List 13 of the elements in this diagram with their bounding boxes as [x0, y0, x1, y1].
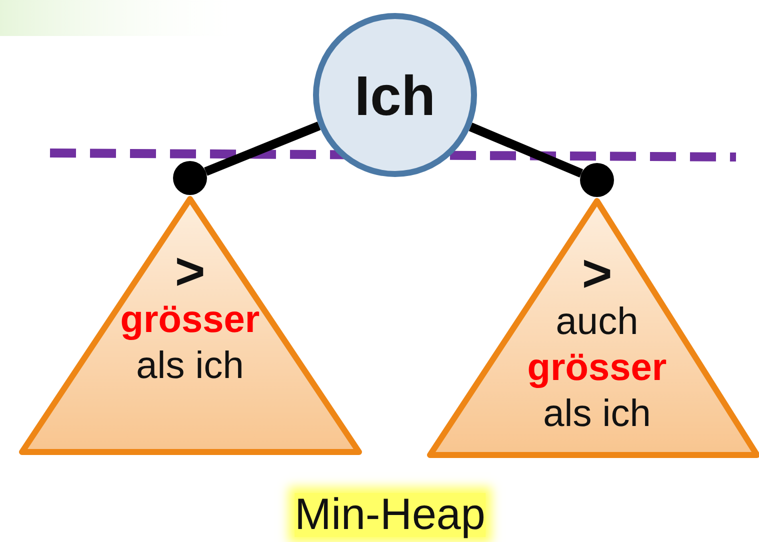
caption-label: Min-Heap	[294, 493, 486, 537]
subtree-text: auch grösser als ich	[526, 300, 668, 437]
connector-line	[468, 122, 584, 178]
subtree-triangle	[19, 196, 362, 455]
dot	[580, 163, 614, 197]
subtree-triangle	[427, 198, 759, 458]
subtree-text: grösser als ich	[119, 298, 261, 389]
comparison-symbol: >	[582, 249, 612, 299]
circle-node	[313, 13, 477, 177]
node-label: Ich	[354, 62, 436, 128]
comparison-symbol: >	[174, 247, 206, 297]
dot	[173, 161, 207, 195]
connector-line	[204, 122, 321, 176]
